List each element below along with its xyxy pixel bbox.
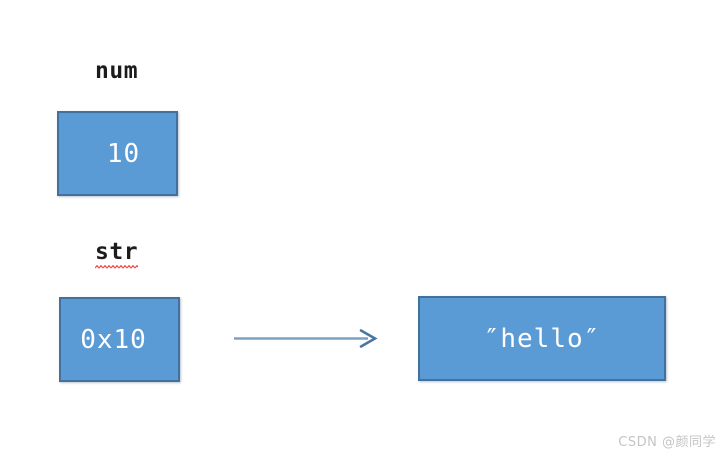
memory-box-heap-string-value: ″hello″ (483, 323, 601, 354)
variable-label-num: num (95, 58, 139, 84)
memory-box-heap-string: ″hello″ (418, 296, 666, 381)
memory-box-num-value: 10 (106, 138, 141, 169)
variable-label-str: str (95, 241, 139, 269)
memory-box-num: 10 (57, 111, 178, 196)
points-to-arrow-icon (234, 329, 378, 348)
memory-box-str-value: 0x10 (80, 324, 147, 355)
watermark: CSDN @颜同学 (618, 435, 716, 450)
memory-box-str: 0x10 (59, 297, 180, 382)
